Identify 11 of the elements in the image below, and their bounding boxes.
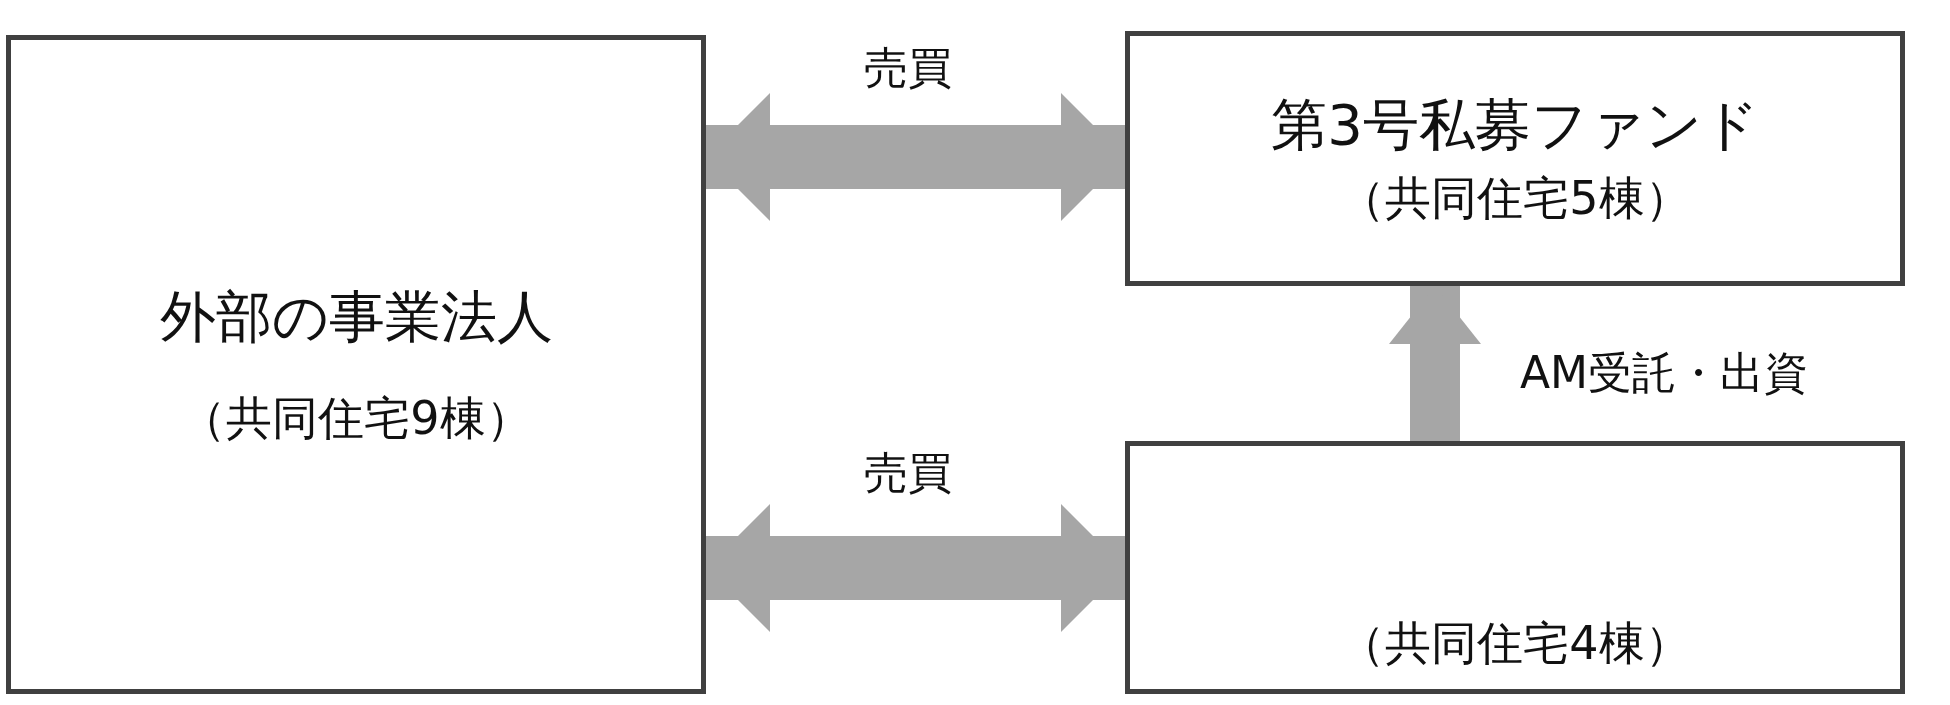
arrow — [1389, 286, 1481, 441]
box — [1125, 441, 1905, 694]
box — [1125, 31, 1905, 286]
node-title: 外部の事業法人 — [159, 283, 553, 351]
node-subtitle: （共同住宅9棟） — [180, 390, 532, 446]
double-arrow — [706, 93, 1125, 221]
node-subtitle: （共同住宅4棟） — [1339, 615, 1691, 671]
double-arrow — [706, 504, 1125, 632]
box — [6, 35, 706, 694]
node-subtitle: （共同住宅5棟） — [1339, 170, 1691, 226]
node-title: 第3号私募ファンド — [1271, 91, 1759, 159]
